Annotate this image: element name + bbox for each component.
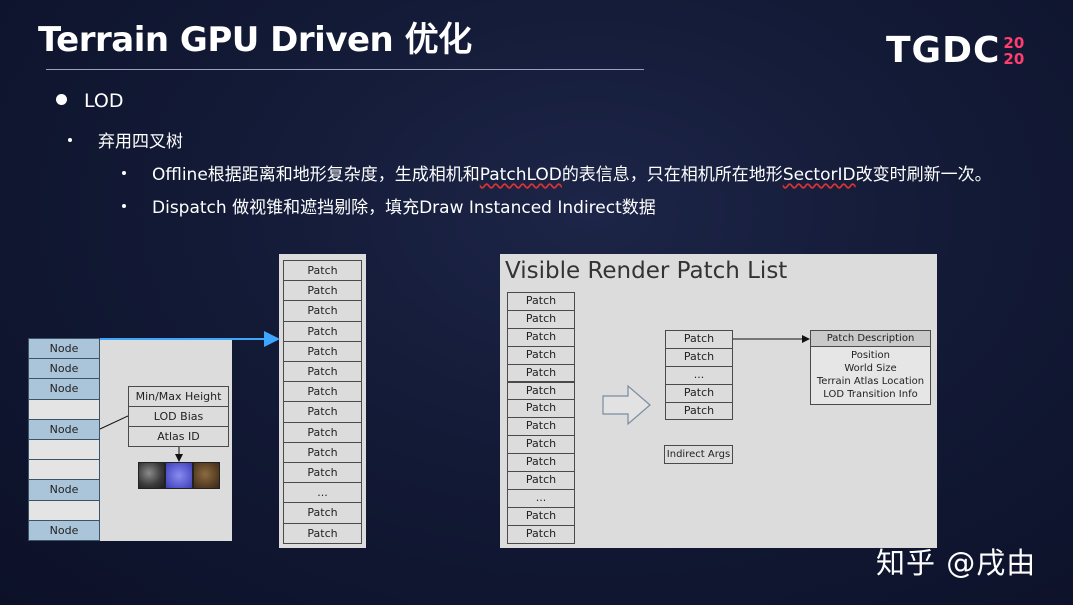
bullet-lod-text: LOD [84,90,124,112]
quadtree-node: Node [28,418,100,440]
patch-cell: Patch [283,462,362,484]
visible-patch-cell: Patch [507,345,575,365]
offline-text-3: 改变时刷新一次。 [855,165,992,185]
visible-patch-cell: Patch [507,453,575,472]
texture-atlas-thumbnails [138,462,220,489]
patch-cell: ... [283,482,362,504]
patch-cell: Patch [283,300,362,322]
bullet-dispatch-text: Dispatch 做视锥和遮挡剔除，填充Draw Instanced Indir… [152,198,656,218]
logo-year: 20 20 [1003,35,1024,67]
visible-patch-cell: Patch [507,292,575,311]
visible-patch-cell: Patch [507,327,575,347]
bullet-quadtree-text: 弃用四叉树 [98,132,183,152]
offline-text-patchlod: PatchLOD [479,165,562,185]
patch-cell: Patch [283,421,362,443]
patch-description-line: Terrain Atlas Location [816,376,925,387]
patch-cell: Patch [283,522,362,544]
node-attribute: LOD Bias [128,406,229,427]
visible-middle-patch-cell: ... [665,365,733,385]
slide-title: Terrain GPU Driven 优化 [38,20,472,60]
visible-patch-cell: Patch [507,435,575,455]
patch-cell: Patch [283,401,362,423]
bullet-dot-icon [122,171,126,175]
quadtree-node: Node [28,479,100,501]
visible-patch-cell: Patch [507,417,575,437]
visible-patch-cell: Patch [507,381,575,401]
patch-description-line: World Size [844,363,897,374]
patch-cell: Patch [283,280,362,302]
bullet-quadtree: 弃用四叉树 [68,127,183,152]
heightmap-thumbnail [138,462,166,489]
visible-middle-patch-cell: Patch [665,383,733,403]
patch-cell: Patch [283,502,362,524]
bullet-offline: Offline根据距离和地形复杂度，生成相机和PatchLOD的表信息，只在相机… [122,160,992,185]
patch-cell: Patch [283,260,362,282]
normalmap-thumbnail [165,462,193,489]
patch-cell: Patch [283,320,362,342]
logo-year-top: 20 [1003,33,1025,52]
visible-patch-cell: Patch [507,471,575,490]
quadtree-node [28,398,100,420]
patch-description-line: Position [851,350,890,361]
bullet-dot-icon [56,94,67,105]
zhihu-watermark: 知乎 @戌由 [876,546,1037,580]
offline-text-1: Offline根据距离和地形复杂度，生成相机和 [152,165,480,185]
visible-middle-patch-cell: Patch [665,347,733,367]
bullet-dispatch: Dispatch 做视锥和遮挡剔除，填充Draw Instanced Indir… [122,193,656,218]
visible-render-title: Visible Render Patch List [505,258,788,284]
quadtree-node: Node [28,338,100,360]
logo-year-bottom: 20 [1003,49,1025,68]
quadtree-node: Node [28,519,100,541]
logo-text: TGDC [886,30,1001,71]
indirect-args-box: Indirect Args [664,445,733,464]
visible-patch-cell: Patch [507,399,575,419]
visible-middle-patch-cell: Patch [665,401,733,421]
bullet-dot-icon [68,138,72,142]
patch-cell: Patch [283,381,362,403]
quadtree-node: Node [28,358,100,380]
quadtree-node [28,459,100,481]
visible-patch-cell: Patch [507,363,575,383]
patch-cell: Patch [283,441,362,463]
node-attribute: Atlas ID [128,426,229,447]
visible-patch-cell: Patch [507,506,575,526]
quadtree-node [28,499,100,521]
visible-middle-patch-cell: Patch [665,330,733,349]
albedo-thumbnail [192,462,220,489]
visible-patch-cell: Patch [507,524,575,544]
patch-cell: Patch [283,340,362,362]
node-attribute: Min/Max Height [128,386,229,407]
bullet-lod: LOD [56,90,124,112]
offline-text-2: 的表信息，只在相机所在地形 [561,165,783,185]
patch-description-line: LOD Transition Info [823,389,918,400]
title-divider [46,69,644,70]
visible-patch-cell: ... [507,488,575,508]
tgdc-logo: TGDC 20 20 [886,30,1024,71]
quadtree-node: Node [28,378,100,400]
bullet-dot-icon [122,204,126,208]
patch-description-title: Patch Description [810,330,931,347]
offline-text-sectorid: SectorID [782,165,856,185]
quadtree-node [28,439,100,461]
patch-cell: Patch [283,361,362,383]
visible-patch-cell: Patch [507,309,575,329]
